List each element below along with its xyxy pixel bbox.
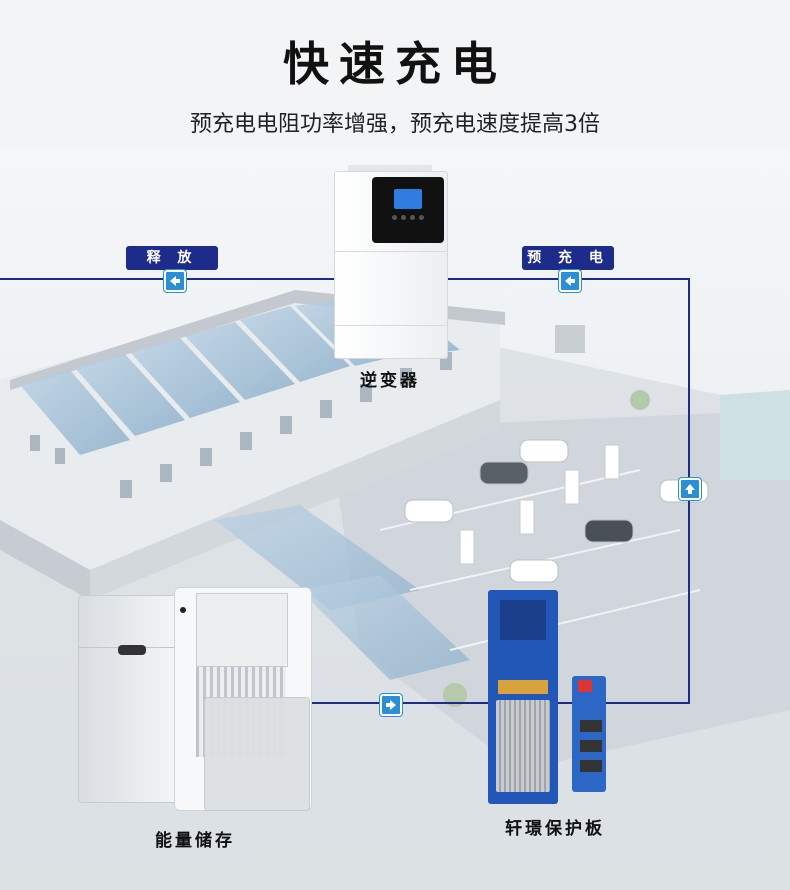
energy-storage-label: 能量储存 — [155, 831, 235, 851]
page-subtitle: 预充电电阻功率增强，预充电速度提高3倍 — [190, 112, 600, 137]
discharge-tag: 释 放 — [126, 246, 218, 270]
bms-label: 轩璟保护板 — [505, 819, 605, 839]
inverter-device — [334, 165, 448, 359]
arrow-left-icon — [164, 270, 186, 292]
page-title: 快速充电 — [283, 37, 507, 91]
energy-storage-device — [78, 587, 312, 811]
arrow-right-icon — [380, 694, 402, 716]
inverter-label: 逆变器 — [360, 371, 420, 391]
arrow-left-icon — [559, 270, 581, 292]
bms-protection-board — [488, 590, 606, 804]
arrow-up-icon — [679, 478, 701, 500]
precharge-tag: 预 充 电 — [522, 246, 614, 270]
